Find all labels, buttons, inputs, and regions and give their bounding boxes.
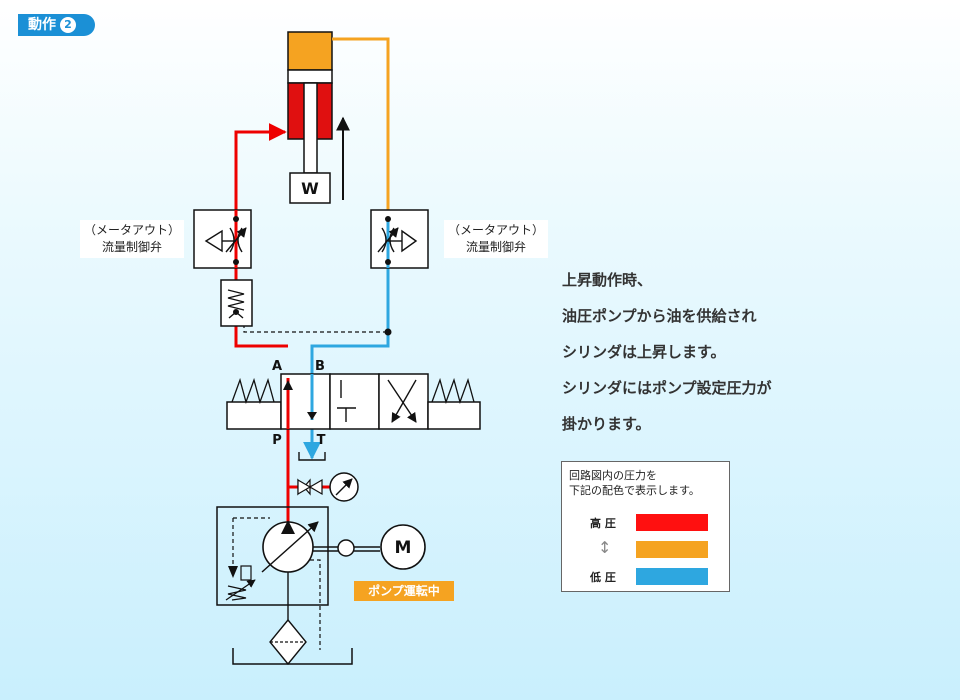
left-relief-valve [220,279,253,327]
left-flow-control-valve [193,209,252,269]
legend-title: 回路図内の圧力を 下記の配色で表示します。 [569,468,700,498]
left-valve-label: （メータアウト） 流量制御弁 [80,220,185,258]
right-valve-label-line1: （メータアウト） [448,223,545,237]
motor-label: M [395,538,412,558]
pressure-gauge-assembly [297,472,359,502]
description-line: シリンダにはポンプ設定圧力が [562,379,772,397]
pressure-legend: 回路図内の圧力を 下記の配色で表示します。 高 圧 ↕ 低 圧 [561,461,730,592]
step-number: 2 [60,17,76,33]
electric-motor [380,524,426,570]
description-line: シリンダは上昇します。 [562,343,726,361]
legend-title-line2: 下記の配色で表示します。 [569,484,700,497]
pump-status-badge: ポンプ運転中 [354,581,454,601]
description-text: 上昇動作時、 油圧ポンプから油を供給され シリンダは上昇します。 シリンダにはポ… [562,262,892,442]
tank-symbol-small [298,452,326,461]
cylinder-rod [303,82,318,174]
cylinder-piston [287,69,333,84]
low-pressure-line-right [310,258,390,374]
port-a-label: A [272,359,282,374]
legend-mid-bar [636,541,708,558]
right-flow-control-valve [370,209,429,269]
load-box [289,172,331,204]
pilot-line [243,310,388,333]
cylinder-rod-side-chamber [287,31,333,71]
tank-symbol [232,648,353,665]
legend-low-label: 低 圧 [590,571,616,584]
coupling [337,539,355,557]
description-line: 上昇動作時、 [562,271,653,289]
directional-control-valve: A B P T [226,359,481,448]
left-valve-label-line1: （メータアウト） [84,223,181,237]
legend-high-label: 高 圧 [590,517,616,530]
hydraulic-cylinder: W [287,31,350,204]
pump-unit: M [216,506,426,666]
description-line: 掛かります。 [562,415,651,433]
right-valve-label-line2: 流量制御弁 [466,240,527,254]
legend-low-bar [636,568,708,585]
right-valve-label: （メータアウト） 流量制御弁 [444,220,549,258]
legend-arrow-icon: ↕ [598,538,612,557]
legend-high-bar [636,514,708,531]
return-line-orange [332,37,426,234]
port-b-label: B [315,359,325,374]
port-p-label: P [272,433,282,448]
left-valve-label-line2: 流量制御弁 [102,240,163,254]
step-label: 動作 [28,17,56,33]
junction-dot [384,328,392,336]
description-line: 油圧ポンプから油を供給され [562,307,757,325]
port-t-label: T [317,433,326,448]
legend-title-line1: 回路図内の圧力を [569,469,657,482]
load-label: W [301,179,319,198]
